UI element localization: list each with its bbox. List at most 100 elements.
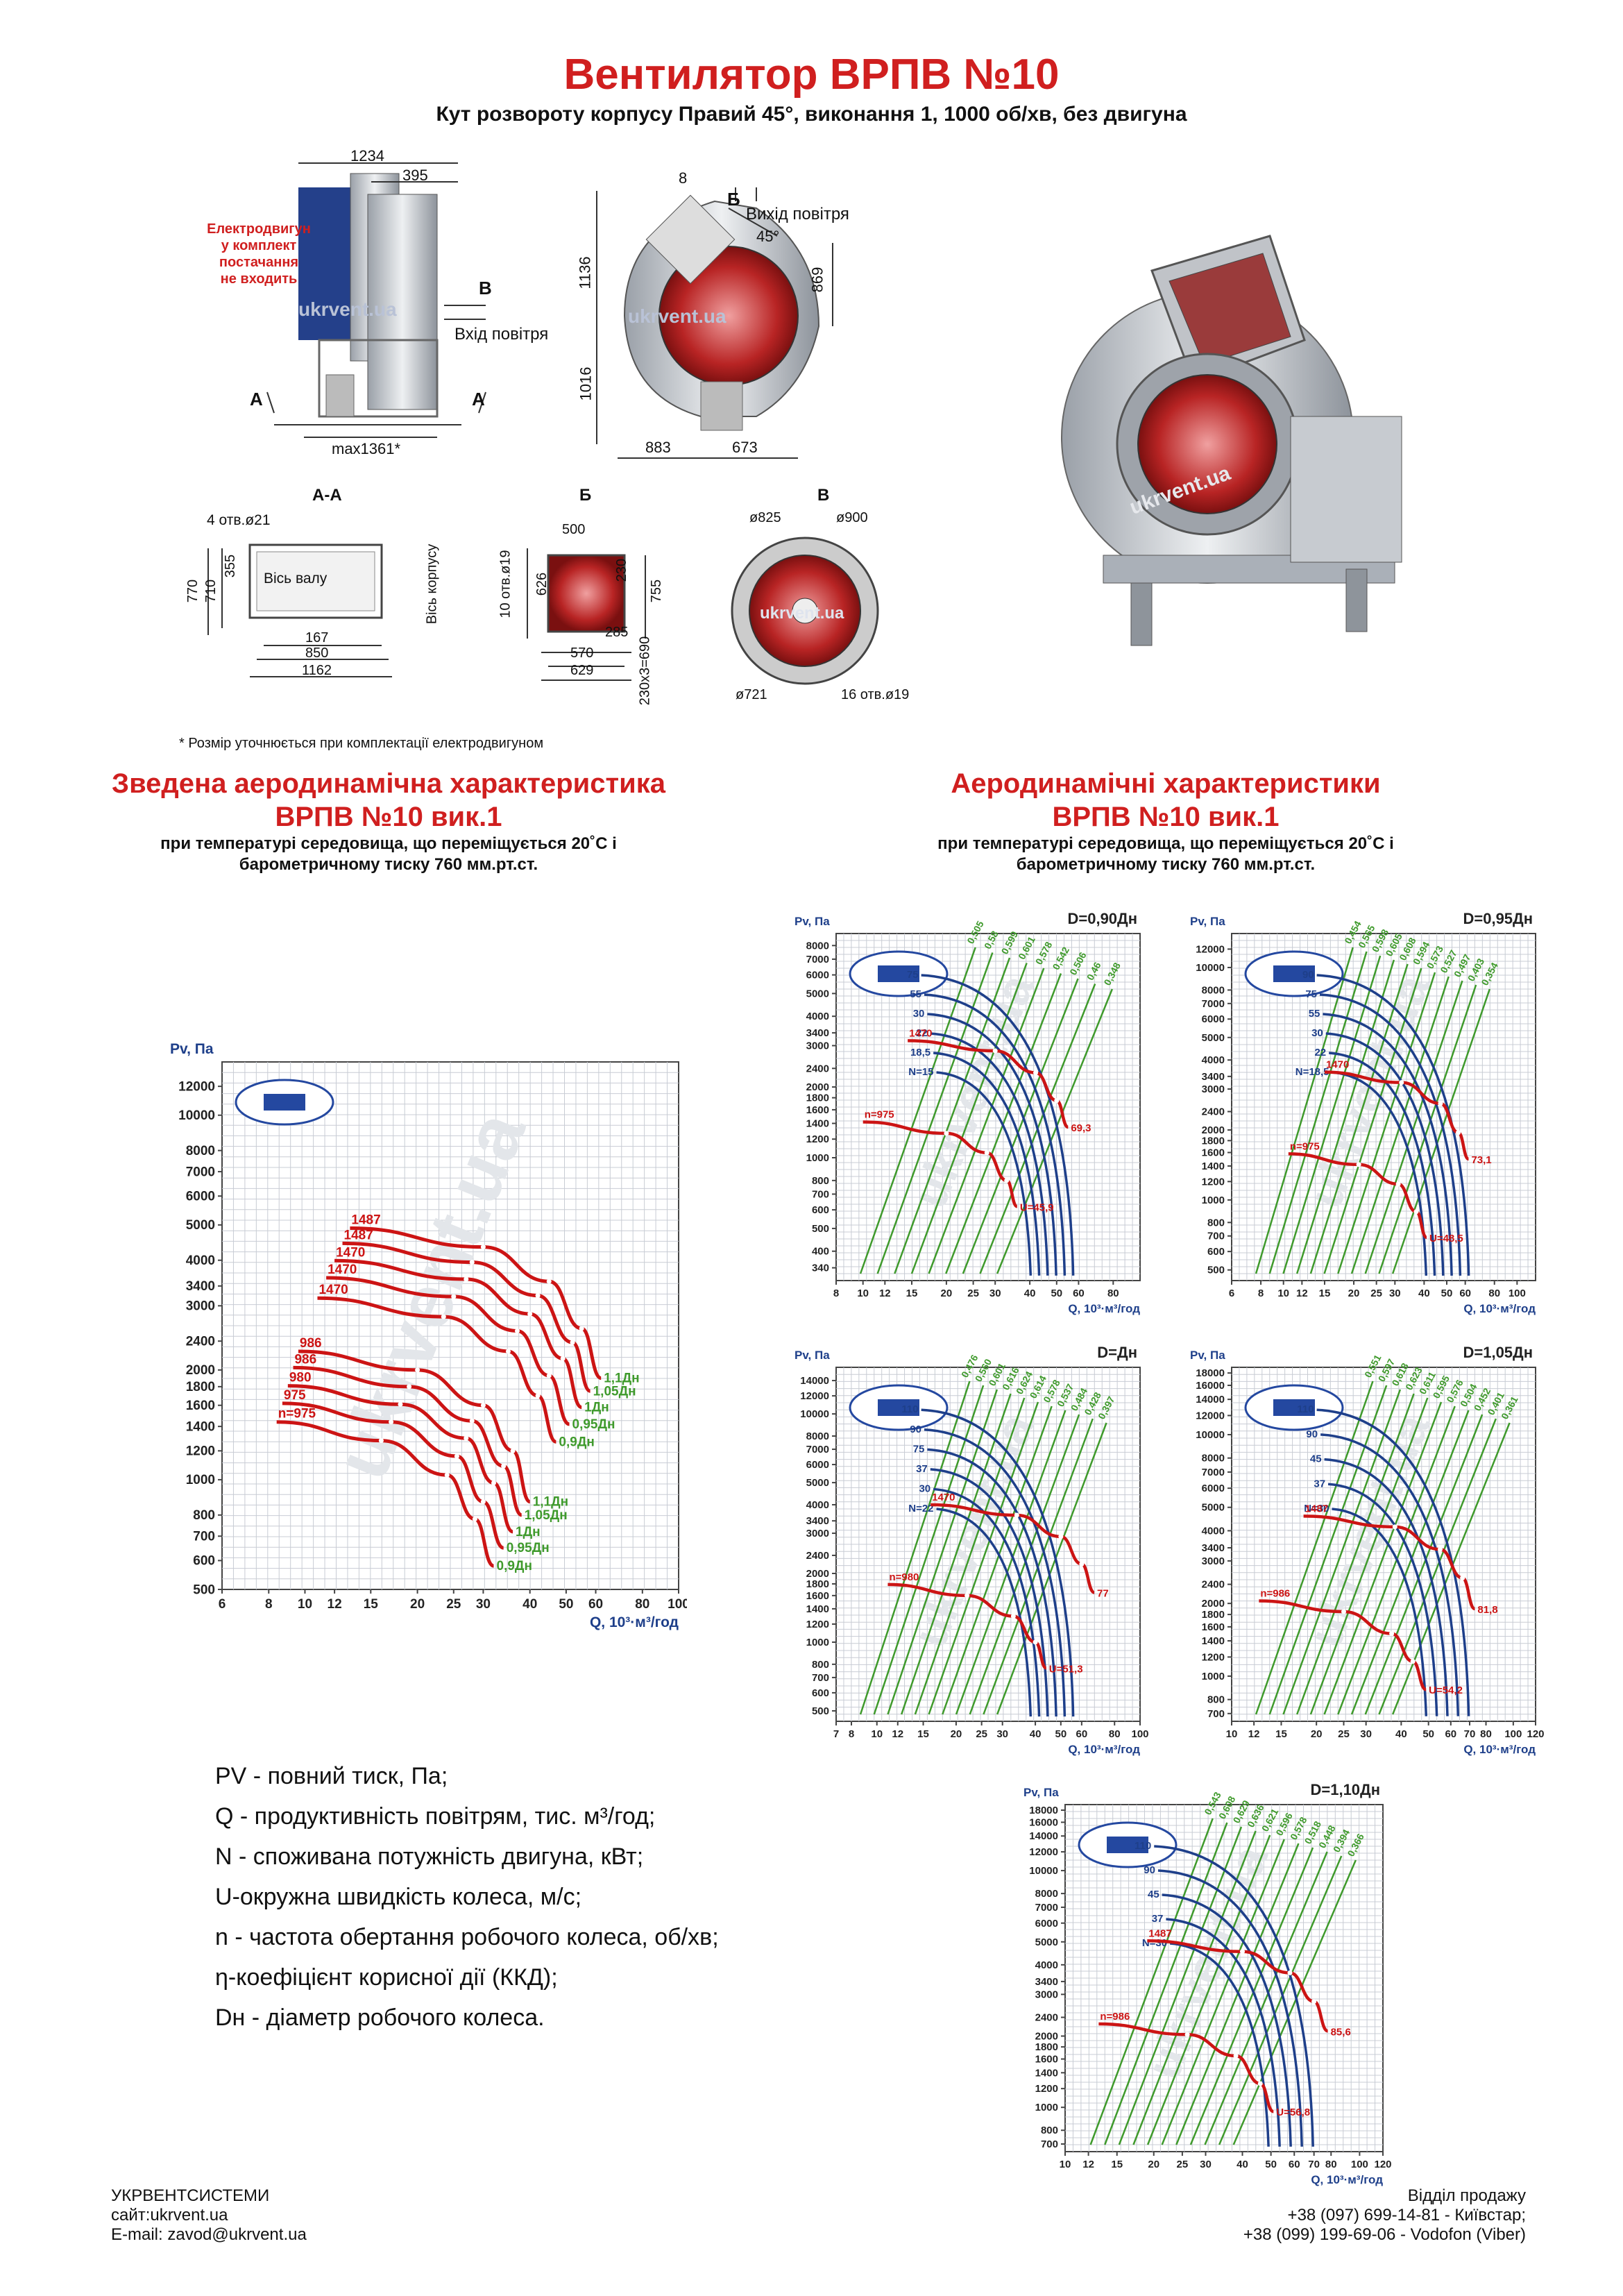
speed-label: 1487: [1148, 1927, 1171, 1939]
speed-label: 1487: [344, 1228, 373, 1242]
curve-end-label: 1,1Дн: [533, 1495, 568, 1510]
legend-pv: PV - повний тиск, Па;: [215, 1763, 448, 1789]
y-tick-label: 800: [193, 1508, 215, 1523]
power-label: N=15: [908, 1066, 933, 1078]
y-tick-label: 1400: [1035, 2067, 1058, 2079]
pressure-curve: [863, 1120, 1019, 1208]
efficiency-line: [1323, 1401, 1443, 1715]
y-tick-label: 800: [812, 1175, 829, 1187]
y-tick-label: 500: [1207, 1265, 1225, 1276]
x-tick-label: 60: [1445, 1728, 1456, 1740]
curve-marker: [398, 1401, 403, 1407]
x-tick-label: 100: [1504, 1728, 1522, 1740]
dim-max1361: max1361*: [332, 440, 401, 457]
x-tick-label: 80: [1107, 1288, 1119, 1299]
curve-marker: [527, 1311, 533, 1317]
curve-marker: [965, 1593, 970, 1598]
y-tick-label: 2000: [186, 1363, 215, 1378]
speed-label: 1487: [1305, 1503, 1328, 1514]
efficiency-line: [1309, 963, 1409, 1274]
curve-end-label: 0,95Дн: [507, 1541, 550, 1555]
curve-marker: [1389, 1631, 1395, 1637]
x-axis-label: Q, 10³·м³/год: [1311, 2173, 1383, 2186]
curve-marker: [501, 1463, 507, 1469]
y-tick-label: 1600: [186, 1399, 215, 1413]
pressure-curve: [1324, 1070, 1470, 1161]
email-link[interactable]: E-mail: zavod@ukrvent.ua: [111, 2225, 307, 2244]
x-tick-label: 100: [1351, 2159, 1368, 2170]
y-tick-label: 1400: [806, 1118, 829, 1130]
efficiency-line: [887, 1389, 999, 1715]
y-tick-label: 5000: [186, 1218, 215, 1233]
x-tick-label: 80: [635, 1597, 649, 1612]
pressure-curve: [276, 1420, 495, 1568]
x-tick-label: 8: [1258, 1288, 1264, 1299]
power-curve: [933, 1052, 1041, 1276]
speed-label: 1470: [336, 1245, 365, 1260]
y-tick-label: 1200: [1202, 1651, 1225, 1663]
curve-marker: [992, 1048, 998, 1054]
power-curve: [1324, 1458, 1449, 1716]
power-curve: [1323, 1013, 1453, 1276]
y-tick-label: 8000: [1202, 984, 1225, 996]
y-tick-label: 2400: [1202, 1579, 1225, 1591]
efficiency-line: [1161, 1839, 1285, 2145]
curve-marker: [378, 1438, 384, 1444]
y-tick-label: 3000: [1202, 1083, 1225, 1095]
power-label: 30: [919, 1483, 931, 1494]
technical-drawing: [207, 162, 879, 685]
x-tick-label: 20: [951, 1728, 962, 1740]
efficiency-line: [1218, 1855, 1343, 2145]
y-tick-label: 700: [1041, 2138, 1058, 2150]
site-link[interactable]: сайт:ukrvent.ua: [111, 2206, 228, 2225]
watermark-side: ukrvent.ua: [298, 298, 397, 320]
curve-marker: [407, 1384, 412, 1390]
speed-label: n=975: [1290, 1140, 1320, 1152]
y-tick-label: 3400: [806, 1027, 829, 1039]
curve-marker: [472, 1517, 477, 1522]
curve-marker: [1437, 1546, 1443, 1552]
curve-marker: [535, 1293, 541, 1299]
legend-nn: n - частота обертання робочого колеса, о…: [215, 1924, 719, 1950]
x-tick-label: 30: [1200, 2159, 1212, 2170]
power-curve: [936, 1508, 1033, 1717]
y-tick-label: 1800: [806, 1092, 829, 1104]
efficiency-line: [928, 1401, 1039, 1715]
x-tick-label: 15: [917, 1728, 929, 1740]
curve-marker: [1392, 1524, 1397, 1530]
dim-710: 710: [203, 579, 219, 603]
curve-marker: [469, 1418, 475, 1424]
brand-logo-fan-icon: [264, 1094, 305, 1111]
sales-dept: Відділ продажу: [1407, 2186, 1526, 2205]
curve-marker: [1410, 1659, 1416, 1664]
y-tick-label: 1200: [186, 1444, 215, 1459]
y-tick-label: 2000: [1035, 2031, 1058, 2043]
power-curve: [1332, 1508, 1428, 1716]
curve-end-label: 85,6: [1331, 2026, 1351, 2038]
pressure-curve: [1098, 2022, 1275, 2113]
y-tick-label: 6000: [806, 1459, 829, 1471]
power-curve: [1162, 1893, 1292, 2147]
phone-kyivstar[interactable]: +38 (097) 699-14-81 - Київстар;: [1287, 2206, 1526, 2225]
y-tick-label: 1000: [806, 1637, 829, 1648]
y-tick-label: 1400: [1202, 1635, 1225, 1647]
x-tick-label: 50: [1051, 1288, 1062, 1299]
power-label: 30: [1311, 1027, 1323, 1039]
dim-825: ø825: [749, 510, 781, 525]
curve-marker: [389, 1419, 394, 1425]
dim-355: 355: [223, 554, 239, 578]
y-tick-label: 4000: [1035, 1959, 1058, 1971]
x-tick-label: 50: [1055, 1728, 1067, 1740]
x-tick-label: 40: [1418, 1288, 1430, 1299]
pressure-curve: [282, 1401, 504, 1550]
y-tick-label: 16000: [1029, 1816, 1058, 1828]
pressure-curve: [293, 1365, 522, 1517]
x-tick-label: 12: [328, 1597, 342, 1612]
brand-logo-fan-icon: [1273, 1399, 1315, 1416]
curve-end-label: 73,1: [1471, 1154, 1491, 1166]
mark-a-left: А: [250, 389, 263, 410]
chart-title: D=0,95Дн: [1463, 910, 1533, 927]
phone-vodafone[interactable]: +38 (099) 199-69-06 - Vodofon (Viber): [1243, 2225, 1526, 2244]
speed-label: 1470: [1326, 1059, 1349, 1071]
power-label: 110: [901, 1403, 918, 1415]
